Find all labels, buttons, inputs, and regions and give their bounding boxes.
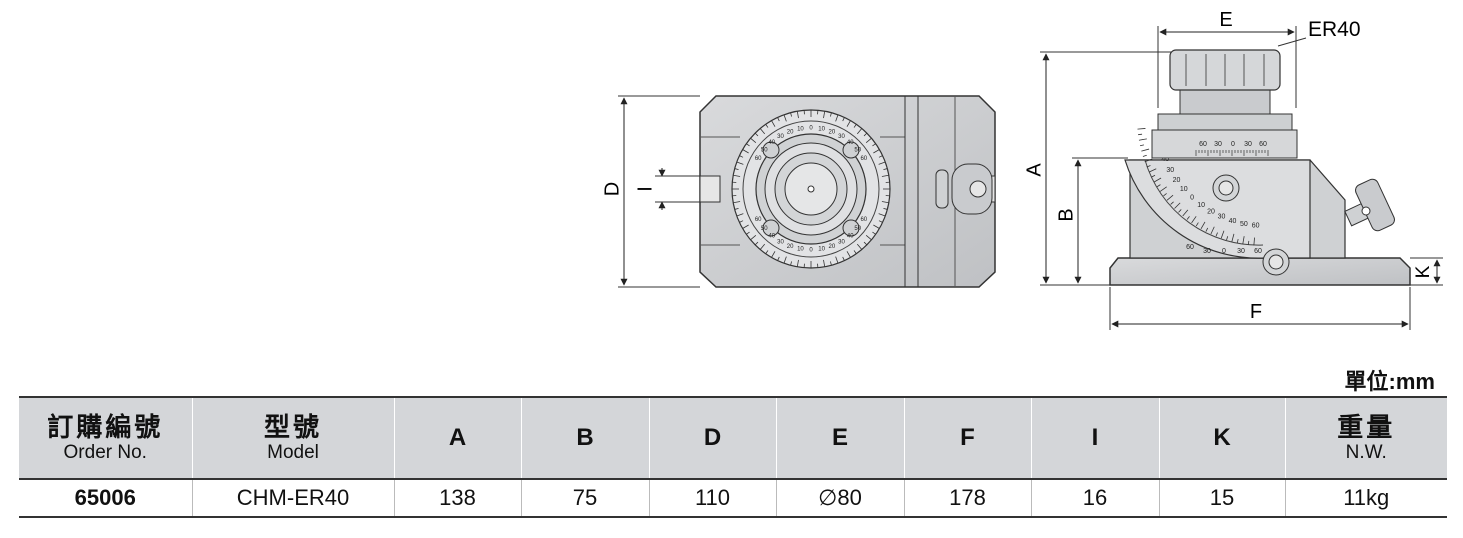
- dim-label-F: F: [1250, 301, 1262, 323]
- dial-scale-label: 0: [809, 126, 813, 132]
- tilt-scale-label: 30: [1166, 167, 1174, 174]
- cell-B: 75: [520, 478, 649, 518]
- head-scale-label: 30: [1214, 141, 1222, 148]
- dial-scale-label: 50: [854, 226, 861, 232]
- cell-K: 15: [1158, 478, 1285, 518]
- cell-order-no: 65006: [19, 478, 192, 518]
- cell-I: 16: [1030, 478, 1159, 518]
- dial-scale-label: 20: [829, 244, 836, 250]
- tilt-scale-label: 20: [1173, 177, 1181, 184]
- dial-scale-label: 40: [847, 140, 854, 146]
- tilt-scale-label: 10: [1197, 202, 1205, 209]
- header-A: A: [393, 396, 521, 479]
- tilt-scale-outer-label: 60: [1254, 248, 1262, 255]
- side-base: [1109, 257, 1411, 286]
- tilt-scale-label: 60: [1252, 222, 1260, 229]
- dial-scale-label: 60: [860, 217, 867, 223]
- dial-scale-label: 50: [761, 226, 768, 232]
- dial-scale-label: 10: [797, 127, 804, 133]
- dial-scale-label: 50: [761, 147, 768, 153]
- dial-scale-label: 60: [755, 217, 762, 223]
- dim-label-B: B: [1055, 208, 1077, 221]
- collet-label: ER40: [1308, 18, 1361, 41]
- tilt-scale-outer-label: 60: [1186, 244, 1194, 251]
- tilt-scale-label: 20: [1207, 208, 1215, 215]
- dial-scale-label: 30: [838, 239, 845, 245]
- dial-scale-label: 30: [777, 134, 784, 140]
- dial-scale-label: 20: [787, 129, 794, 135]
- dial-scale-label: 10: [818, 127, 825, 133]
- dim-label-I: I: [634, 186, 656, 192]
- dial-scale-label: 60: [860, 156, 867, 162]
- dim-label-A: A: [1023, 163, 1045, 177]
- head-scale-label: 60: [1199, 141, 1207, 148]
- dial-scale-label: 40: [768, 140, 775, 146]
- dial-scale-label: 30: [838, 134, 845, 140]
- tilt-scale-outer-label: 30: [1203, 248, 1211, 255]
- dial-scale-label: 0: [809, 248, 813, 254]
- tilt-scale-label: 40: [1161, 156, 1169, 163]
- cell-weight: 11kg: [1284, 478, 1447, 518]
- head-scale-label: 0: [1231, 141, 1235, 148]
- cell-model: CHM-ER40: [191, 478, 394, 518]
- header-K: K: [1158, 396, 1285, 479]
- tilt-scale-label: 50: [1240, 221, 1248, 228]
- side-view: 6050403020100102030405060603003060 60300…: [1023, 9, 1443, 330]
- dial-scale-label: 40: [847, 233, 854, 239]
- dial-scale-label: 40: [768, 233, 775, 239]
- dial-scale-label: 10: [818, 247, 825, 253]
- tilt-scale-label: 30: [1218, 214, 1226, 221]
- cell-D: 110: [648, 478, 776, 518]
- dial-scale-label: 50: [854, 147, 861, 153]
- header-E: E: [775, 396, 904, 479]
- head-scale-label: 60: [1259, 141, 1267, 148]
- dial-scale-label: 60: [755, 156, 762, 162]
- dim-label-K: K: [1413, 265, 1434, 278]
- head-scale-label: 30: [1244, 141, 1252, 148]
- header-F: F: [903, 396, 1031, 479]
- cell-A: 138: [393, 478, 521, 518]
- dial-scale-label: 10: [797, 247, 804, 253]
- cell-F: 178: [903, 478, 1031, 518]
- tilt-scale-outer-label: 0: [1222, 248, 1226, 255]
- tilt-scale-label: 40: [1229, 218, 1237, 225]
- dial-scale-label: 20: [787, 244, 794, 250]
- cell-E: ∅80: [775, 478, 904, 518]
- header-B: B: [520, 396, 649, 479]
- tilt-scale-outer-label: 30: [1237, 248, 1245, 255]
- tilt-scale-label: 10: [1180, 186, 1188, 193]
- header-I: I: [1030, 396, 1159, 479]
- dial-scale-label: 30: [777, 239, 784, 245]
- table-row: 65006 CHM-ER40 138 75 110 ∅80 178 16 15 …: [19, 478, 1447, 518]
- dim-label-D: D: [601, 182, 623, 196]
- dim-label-E: E: [1219, 9, 1232, 31]
- header-D: D: [648, 396, 776, 479]
- tilt-scale-label: 0: [1190, 194, 1194, 201]
- unit-label: 單位:mm: [1344, 369, 1435, 394]
- dial-scale-label: 20: [829, 129, 836, 135]
